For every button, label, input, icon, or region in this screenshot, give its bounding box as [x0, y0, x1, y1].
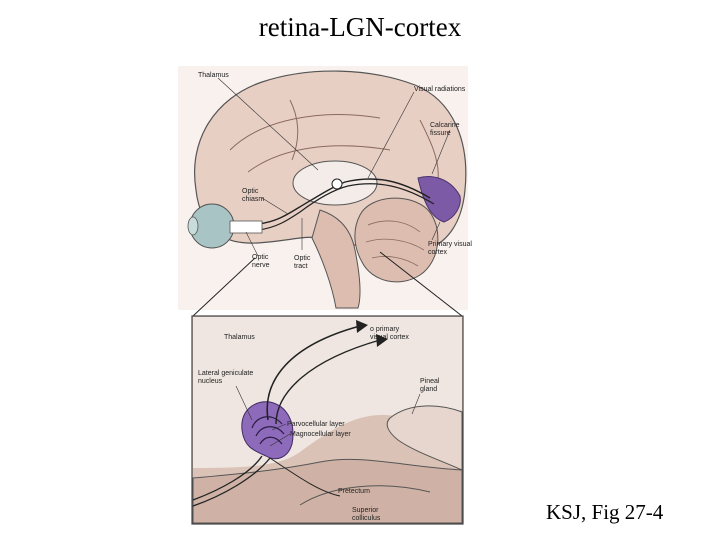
label-optic-nerve-2: nerve	[252, 262, 270, 269]
optic-nerve	[229, 220, 263, 234]
arrow-head-1	[356, 320, 368, 333]
inset-diagram	[191, 315, 464, 525]
arrow-head-2	[376, 334, 388, 347]
radiation-arrow-2	[275, 339, 381, 425]
optic-pathway	[231, 178, 431, 226]
pretectal-fiber	[269, 457, 341, 497]
zoom-line-right	[379, 251, 463, 317]
lgn-layers	[251, 416, 285, 445]
inset-label-lgn: Lateral geniculate	[198, 370, 253, 377]
optic-pathway-2	[232, 183, 435, 231]
top-labels: Thalamus Visual radiations Calcarine fis…	[198, 72, 472, 270]
label-calcarine-2: fissure	[430, 130, 451, 137]
inset-leader-lines	[235, 385, 421, 447]
inset-label-superior-2: colliculus	[352, 515, 381, 522]
sulcus-line	[419, 119, 439, 181]
label-optic-tract-2: tract	[294, 263, 308, 270]
sulcus-line	[289, 99, 299, 161]
label-calcarine: Calcarine	[430, 122, 460, 129]
brainstem	[311, 209, 361, 309]
eye-lens	[187, 216, 199, 236]
colliculus-outline	[299, 485, 431, 506]
slide-title: retina-LGN-cortex	[258, 12, 462, 42]
figure-credit: KSJ, Fig 27-4	[546, 500, 664, 524]
label-visual-radiations: Visual radiations	[414, 86, 466, 93]
label-optic-chiasm-2: chiasm	[242, 196, 264, 203]
inset-label-pretectum: Pretectum	[338, 488, 370, 495]
inset-label-parvocellular: Parvocellular layer	[287, 421, 345, 428]
inset-label-lgn-2: nucleus	[198, 378, 223, 385]
label-thalamus: Thalamus	[198, 72, 229, 79]
midbrain	[192, 458, 463, 524]
label-optic-tract: Optic	[294, 255, 311, 262]
inset-label-magnocellular: Magnocellular layer	[290, 431, 351, 438]
radiation-arrow-1	[266, 325, 361, 421]
leader-lines	[217, 77, 451, 257]
lgn-marker	[331, 178, 343, 190]
sulcus-line	[247, 145, 391, 173]
primary-visual-cortex	[417, 176, 461, 223]
optic-tract-fiber-2	[192, 457, 271, 507]
inset-label-pineal-2: gland	[420, 386, 437, 393]
label-primary-visual: Primary visual	[428, 241, 472, 248]
label-optic-chiasm: Optic	[242, 188, 259, 195]
sulcus-line	[229, 114, 381, 151]
label-primary-visual-2: cortex	[428, 249, 448, 256]
optic-tract-fiber-1	[192, 455, 263, 501]
inset-label-to-primary: o primary	[370, 326, 400, 333]
pineal-gland	[386, 405, 463, 471]
inset-label-superior: Superior	[352, 507, 379, 514]
cerebellum-folia	[365, 220, 425, 267]
brain-diagram	[178, 66, 468, 310]
inset-label-thalamus: Thalamus	[224, 334, 255, 341]
lgn-nucleus	[241, 401, 294, 460]
zoom-line-left	[192, 257, 256, 317]
inset-label-to-primary-2: visual cortex	[370, 334, 409, 341]
inset-labels: Thalamus o primary visual cortex Lateral…	[198, 326, 440, 522]
inset-label-pineal: Pineal	[420, 378, 440, 385]
label-optic-nerve: Optic	[252, 254, 269, 261]
